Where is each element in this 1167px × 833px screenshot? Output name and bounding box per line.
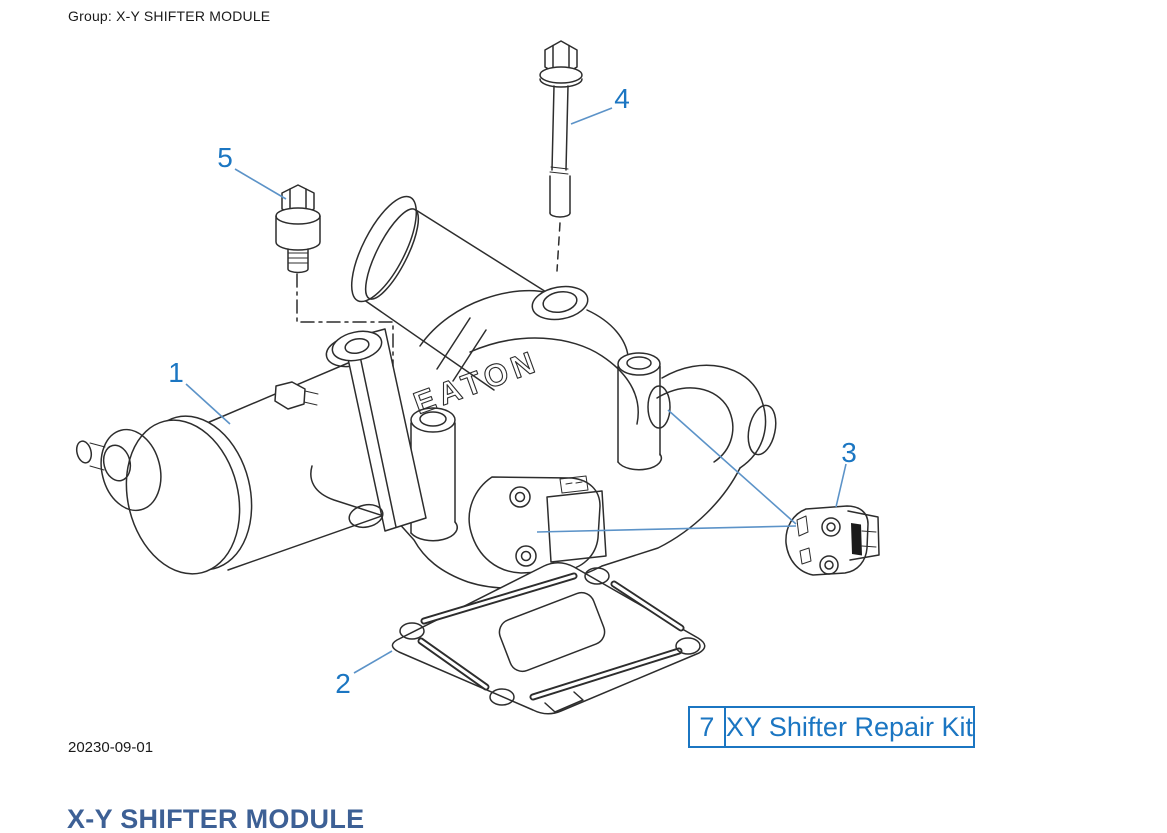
flange-bolt-part (539, 40, 583, 272)
gasket-part (391, 562, 706, 715)
group-label: Group: X-Y SHIFTER MODULE (68, 8, 271, 24)
repair-kit-label: XY Shifter Repair Kit (725, 711, 973, 742)
leader-line-3 (835, 463, 847, 508)
upper-motor-cylinder (350, 195, 563, 391)
callout-3: 3 (841, 437, 857, 468)
leader-line-3a (667, 409, 797, 525)
leader-line-3b (536, 525, 797, 533)
callouts: 1 2 3 4 5 (168, 83, 857, 699)
leader-line-5 (234, 168, 287, 200)
mounted-sensor (468, 475, 607, 574)
callout-1: 1 (168, 357, 184, 388)
repair-kit-item-number: 7 (690, 708, 726, 746)
plug-part (275, 184, 394, 367)
leader-line-4 (570, 107, 613, 125)
position-sensor-part (785, 505, 880, 576)
callout-2: 2 (335, 668, 351, 699)
leader-line-2 (353, 650, 393, 674)
leader-lines (185, 107, 847, 674)
leader-line-1 (185, 383, 231, 425)
clamp-band (274, 328, 427, 532)
repair-kit-box: 7 XY Shifter Repair Kit (688, 706, 975, 748)
page-title: X-Y SHIFTER MODULE (67, 804, 365, 833)
callout-4: 4 (614, 83, 630, 114)
date-code: 20230-09-01 (68, 739, 154, 756)
callout-5: 5 (217, 142, 233, 173)
embossed-brand-text: EATON (409, 343, 544, 421)
